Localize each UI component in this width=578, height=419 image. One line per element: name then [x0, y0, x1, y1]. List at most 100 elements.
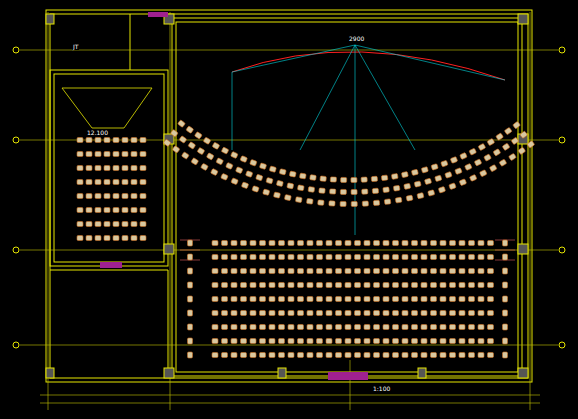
seat — [421, 167, 428, 173]
seat — [417, 193, 424, 199]
seat — [86, 236, 92, 241]
seat — [393, 255, 399, 260]
seat — [231, 283, 237, 288]
seat — [345, 311, 351, 316]
seat — [307, 353, 313, 358]
seat — [131, 194, 137, 199]
seat — [216, 158, 224, 165]
seat — [241, 255, 247, 260]
seat — [86, 138, 92, 143]
seat — [362, 189, 368, 194]
seat — [113, 180, 119, 185]
seat — [374, 269, 380, 274]
seat — [95, 222, 101, 227]
seat — [140, 222, 146, 227]
seat — [504, 127, 512, 135]
seat — [104, 166, 110, 171]
seat — [406, 195, 413, 201]
dimension-label: 2900 — [348, 36, 365, 42]
seat — [503, 310, 508, 316]
seat — [194, 132, 202, 139]
seat — [345, 297, 351, 302]
seat — [488, 311, 494, 316]
seat — [95, 236, 101, 241]
seat — [212, 353, 218, 358]
seat — [364, 241, 370, 246]
seat — [431, 255, 437, 260]
seat — [231, 241, 237, 246]
seat — [488, 283, 494, 288]
seat — [431, 283, 437, 288]
seat — [288, 311, 294, 316]
seat — [383, 241, 389, 246]
seat — [326, 353, 332, 358]
seat — [86, 194, 92, 199]
seat — [241, 241, 247, 246]
seat — [469, 241, 475, 246]
seat — [77, 152, 83, 157]
seat — [256, 174, 263, 181]
seat — [355, 269, 361, 274]
seat — [222, 269, 228, 274]
seat — [421, 241, 427, 246]
seat — [260, 255, 266, 260]
seat — [402, 283, 408, 288]
seat — [421, 269, 427, 274]
seat — [459, 241, 465, 246]
seat — [86, 222, 92, 227]
seat — [140, 194, 146, 199]
seat — [307, 241, 313, 246]
seat — [273, 192, 280, 198]
seat — [250, 241, 256, 246]
seat — [431, 353, 437, 358]
seat — [440, 283, 446, 288]
seat — [104, 222, 110, 227]
seat — [113, 222, 119, 227]
seat — [188, 240, 193, 246]
seat — [440, 339, 446, 344]
seat — [212, 311, 218, 316]
seat — [393, 325, 399, 330]
seat — [122, 180, 128, 185]
seat — [511, 137, 519, 145]
seat — [383, 297, 389, 302]
seat — [104, 152, 110, 157]
seat — [222, 255, 228, 260]
seat — [307, 297, 313, 302]
seat — [77, 236, 83, 241]
seat — [279, 297, 285, 302]
seat — [402, 353, 408, 358]
seat — [77, 166, 83, 171]
seat — [299, 173, 306, 179]
seat — [104, 208, 110, 213]
seat — [188, 296, 193, 302]
seat — [345, 339, 351, 344]
seat — [488, 297, 494, 302]
seat — [431, 325, 437, 330]
seat — [364, 353, 370, 358]
seat — [474, 159, 482, 166]
seat — [488, 325, 494, 330]
seat — [326, 311, 332, 316]
seat — [122, 152, 128, 157]
seat — [455, 168, 462, 175]
seat — [131, 166, 137, 171]
seat — [374, 255, 380, 260]
seat — [260, 325, 266, 330]
seat — [77, 194, 83, 199]
seat — [336, 255, 342, 260]
seat — [222, 241, 228, 246]
seat — [284, 195, 291, 201]
seat — [179, 136, 187, 144]
seat — [351, 201, 357, 206]
seat — [478, 339, 484, 344]
seat — [412, 283, 418, 288]
seat — [297, 185, 304, 191]
seat — [345, 325, 351, 330]
seat — [113, 208, 119, 213]
seat — [336, 311, 342, 316]
seat — [298, 311, 304, 316]
seat — [170, 129, 178, 137]
seat — [478, 269, 484, 274]
seat — [113, 236, 119, 241]
